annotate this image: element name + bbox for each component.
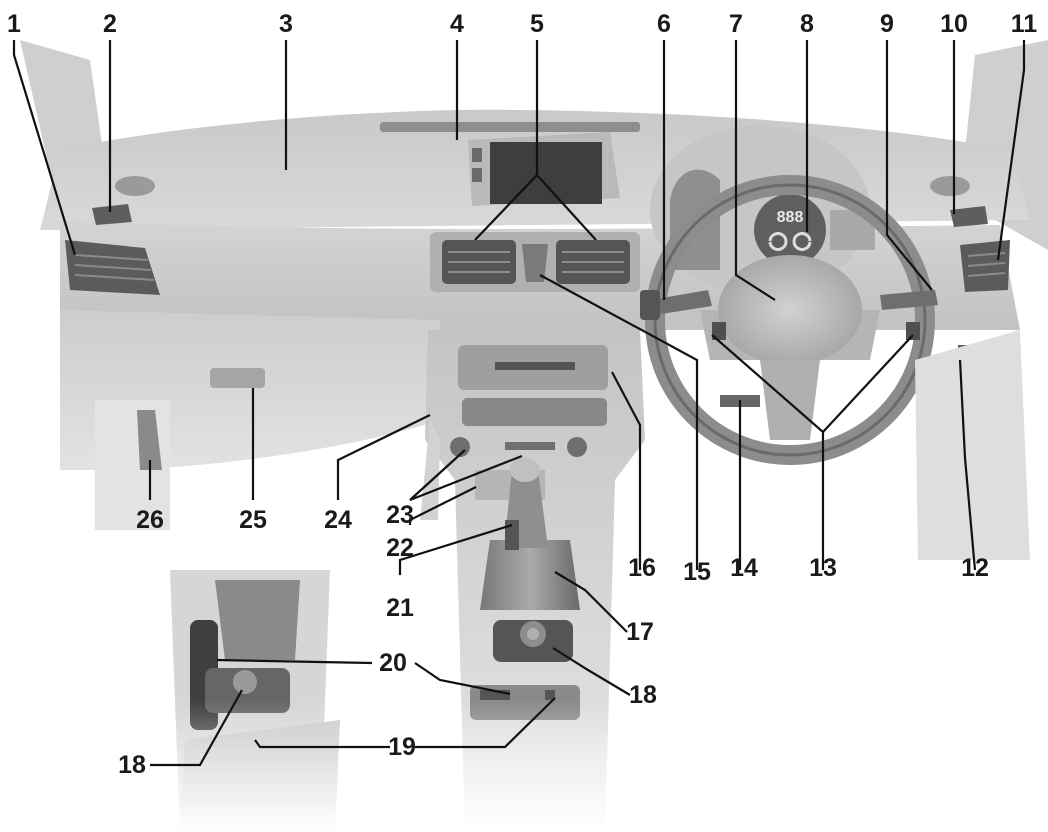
callout-12: 12 bbox=[961, 554, 989, 582]
callout-17: 17 bbox=[626, 618, 654, 646]
callout-1: 1 bbox=[7, 10, 21, 38]
callout-3: 3 bbox=[279, 10, 293, 38]
hazard-switch bbox=[522, 244, 548, 282]
bonnet-release-lever bbox=[137, 410, 162, 470]
gear-knob bbox=[510, 458, 540, 482]
callout-8: 8 bbox=[800, 10, 814, 38]
callout-7: 7 bbox=[729, 10, 743, 38]
callout-6: 6 bbox=[657, 10, 671, 38]
heater-knob-right bbox=[567, 437, 587, 457]
gear-lever-boot bbox=[480, 540, 580, 610]
callout-22: 22 bbox=[386, 534, 414, 562]
wiper-stalk bbox=[880, 290, 938, 310]
right-wheel-buttons bbox=[906, 322, 920, 340]
multimedia-screen bbox=[490, 142, 602, 204]
callout-4: 4 bbox=[450, 10, 464, 38]
screen-button-upper bbox=[472, 148, 482, 162]
speed-digits: 888 bbox=[777, 209, 804, 226]
callout-21: 21 bbox=[386, 594, 414, 622]
heater-knob-left bbox=[450, 437, 470, 457]
callout-24: 24 bbox=[324, 506, 352, 534]
callout-14: 14 bbox=[730, 554, 758, 582]
steering-wheel-airbag bbox=[718, 255, 862, 365]
right-demister-vent bbox=[950, 206, 988, 227]
callout-2: 2 bbox=[103, 10, 117, 38]
glovebox-handle bbox=[210, 368, 265, 388]
callout-23: 23 bbox=[386, 501, 414, 529]
screen-button-lower bbox=[472, 168, 482, 182]
callout-15: 15 bbox=[683, 558, 711, 586]
inset-gear-boot bbox=[215, 580, 300, 660]
lighting-stalk bbox=[650, 290, 712, 315]
left-demister-vent bbox=[92, 204, 132, 225]
jack-socket bbox=[545, 690, 555, 700]
callout-13: 13 bbox=[809, 554, 837, 582]
parking-brake-release bbox=[505, 520, 519, 550]
callout-16: 16 bbox=[628, 554, 656, 582]
right-lower-dash bbox=[915, 330, 1030, 560]
callout-26: 26 bbox=[136, 506, 164, 534]
callout-18: 18 bbox=[629, 681, 657, 709]
callout-11: 11 bbox=[1011, 10, 1038, 38]
left-speaker bbox=[115, 176, 155, 196]
usb-socket bbox=[480, 690, 510, 700]
left-wheel-buttons bbox=[712, 322, 726, 340]
callout-19: 19 bbox=[388, 733, 416, 761]
callout-18-inset: 18 bbox=[118, 751, 146, 779]
inset-controller-knob bbox=[233, 670, 257, 694]
defrost-vent bbox=[380, 122, 640, 132]
right-speaker bbox=[930, 176, 970, 196]
callout-25: 25 bbox=[239, 506, 267, 534]
callout-9: 9 bbox=[880, 10, 894, 38]
callout-labels: 1 2 3 4 5 6 7 8 9 10 11 12 13 14 15 16 1… bbox=[7, 10, 1037, 779]
callout-10: 10 bbox=[940, 10, 968, 38]
lower-spoke bbox=[760, 360, 820, 440]
right-side-vent bbox=[960, 240, 1010, 292]
callout-5: 5 bbox=[530, 10, 544, 38]
heater-slider bbox=[505, 442, 555, 450]
leader-lines bbox=[12, 40, 1026, 767]
callout-20: 20 bbox=[379, 649, 407, 677]
